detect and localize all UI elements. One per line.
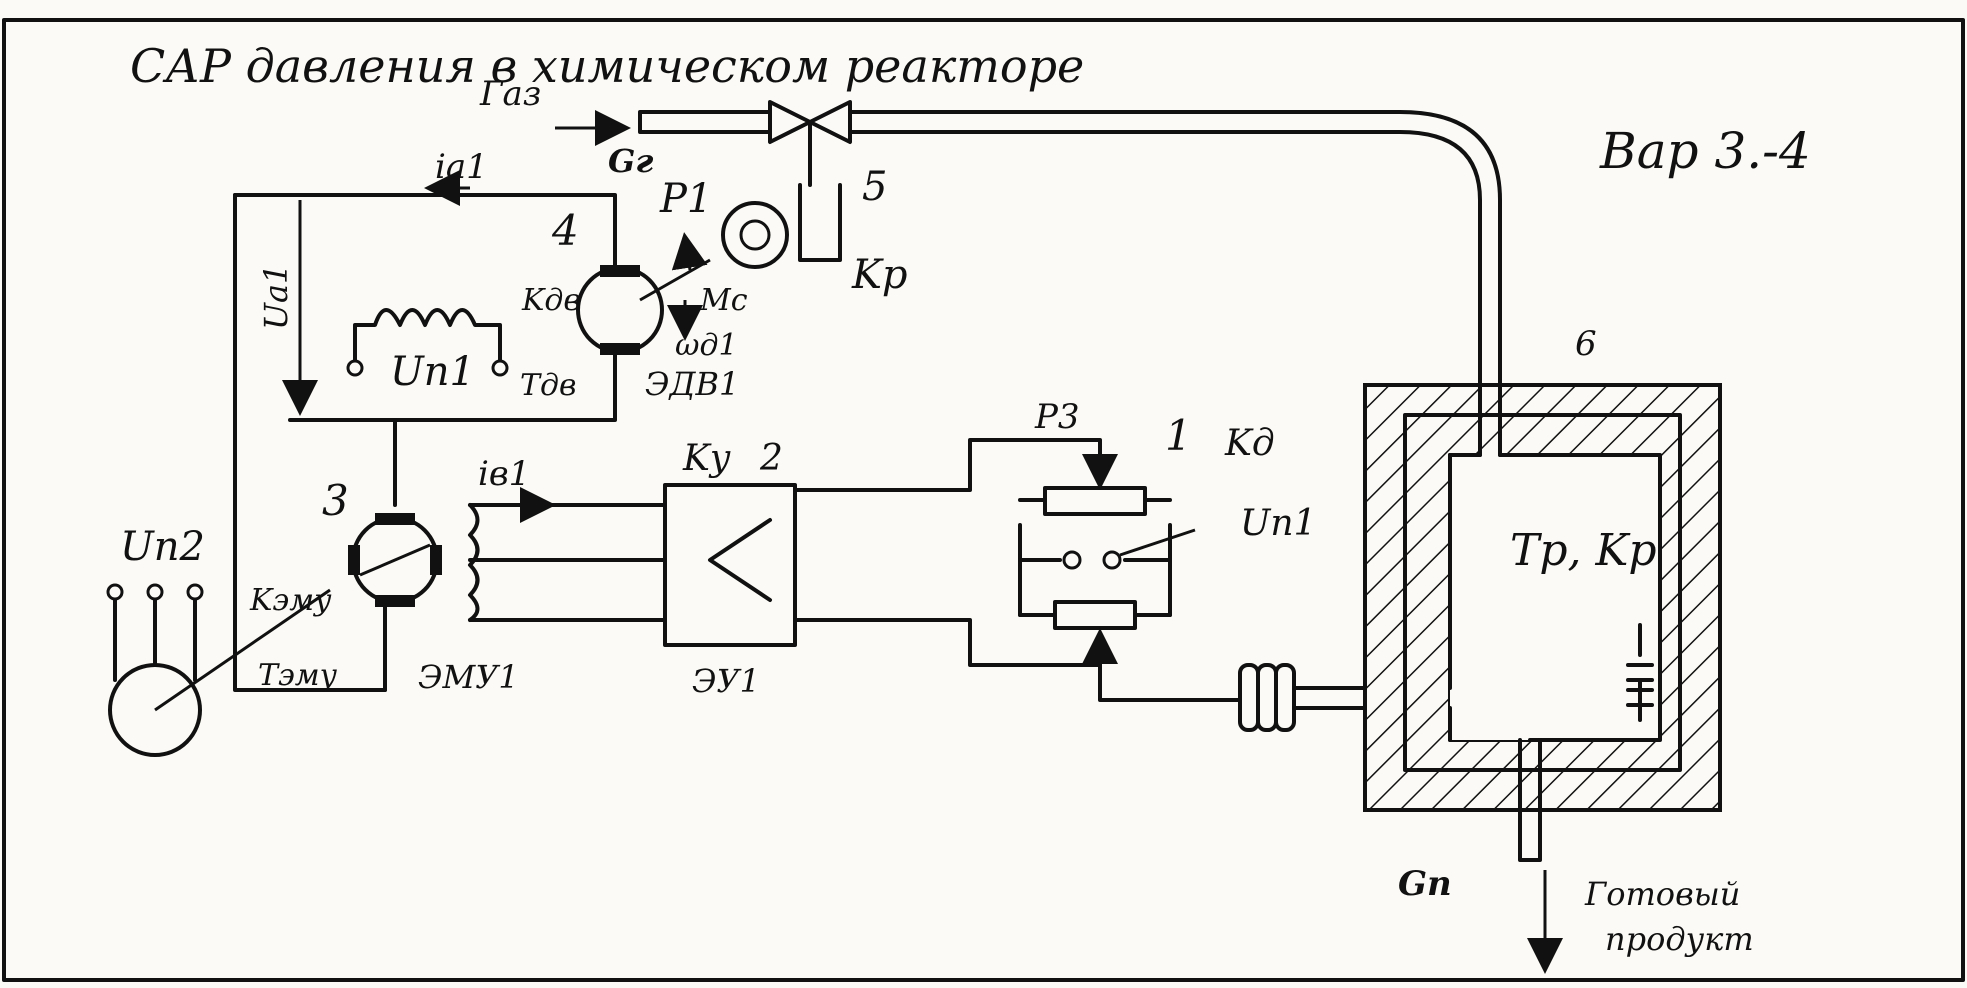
un1-motor-label: Uп1 bbox=[390, 349, 475, 395]
p1-label: P1 bbox=[659, 176, 712, 222]
gas-flow-label: Gг bbox=[608, 142, 653, 180]
control-valve bbox=[768, 100, 852, 262]
amplidyne-number: 3 bbox=[322, 476, 349, 525]
un2-label: Uп2 bbox=[120, 524, 205, 570]
kdv-label: Kдв bbox=[521, 283, 581, 318]
edv1-label: ЭДВ1 bbox=[645, 365, 739, 403]
ky-label: Kу bbox=[682, 438, 731, 479]
omega-label: ωд1 bbox=[675, 328, 738, 363]
gn-label: Gп bbox=[1398, 864, 1452, 904]
reactor-number: 6 bbox=[1575, 324, 1597, 364]
gas-pipeline bbox=[638, 110, 1502, 382]
emu1-label: ЭМУ1 bbox=[418, 658, 519, 696]
ia1-label: iа1 bbox=[435, 147, 488, 187]
bridge-number: 1 bbox=[1165, 411, 1192, 460]
motor-number: 4 bbox=[551, 206, 579, 255]
kemu-label: Kэму bbox=[249, 583, 332, 618]
product-label-line1: Готовый bbox=[1584, 875, 1740, 913]
frame-border bbox=[2, 18, 1965, 982]
control-winding bbox=[468, 487, 667, 622]
p1-arrow bbox=[671, 232, 708, 271]
ey1-label: ЭУ1 bbox=[692, 662, 760, 700]
kd-label: Kд bbox=[1224, 423, 1275, 464]
chemical-reactor bbox=[1363, 378, 1722, 862]
product-label-line2: продукт bbox=[1605, 920, 1754, 958]
electronic-amplifier bbox=[663, 483, 797, 647]
un1-bridge-label: Uп1 bbox=[1240, 503, 1316, 544]
drive-motor bbox=[106, 583, 331, 757]
valve-number: 5 bbox=[862, 164, 887, 210]
amplidyne-generator bbox=[348, 513, 442, 692]
mc-label: Mc bbox=[699, 283, 748, 318]
temu-label: Tэму bbox=[258, 658, 338, 693]
valve-actuator-gear bbox=[721, 201, 789, 269]
gear-hub bbox=[739, 219, 771, 251]
ua1-label: Uа1 bbox=[257, 264, 295, 330]
amplifier-number: 2 bbox=[759, 438, 783, 479]
ib1-label: iв1 bbox=[478, 454, 530, 494]
motor-armature-circuit bbox=[233, 170, 617, 692]
diagram-title: САР давления в химическом реакторе bbox=[130, 39, 1084, 93]
dc-motor bbox=[576, 258, 711, 355]
measuring-bridge bbox=[793, 438, 1196, 667]
valve-kp-label: Kр bbox=[851, 252, 908, 298]
variant-label: Вар 3.-4 bbox=[1599, 122, 1811, 180]
gas-label: Газ bbox=[479, 74, 541, 114]
p3-label: P3 bbox=[1034, 397, 1080, 437]
reactor-tp-kp-label: Tр, Kр bbox=[1510, 525, 1657, 576]
field-winding-coil bbox=[346, 308, 509, 377]
tdv-label: Tдв bbox=[520, 368, 576, 403]
